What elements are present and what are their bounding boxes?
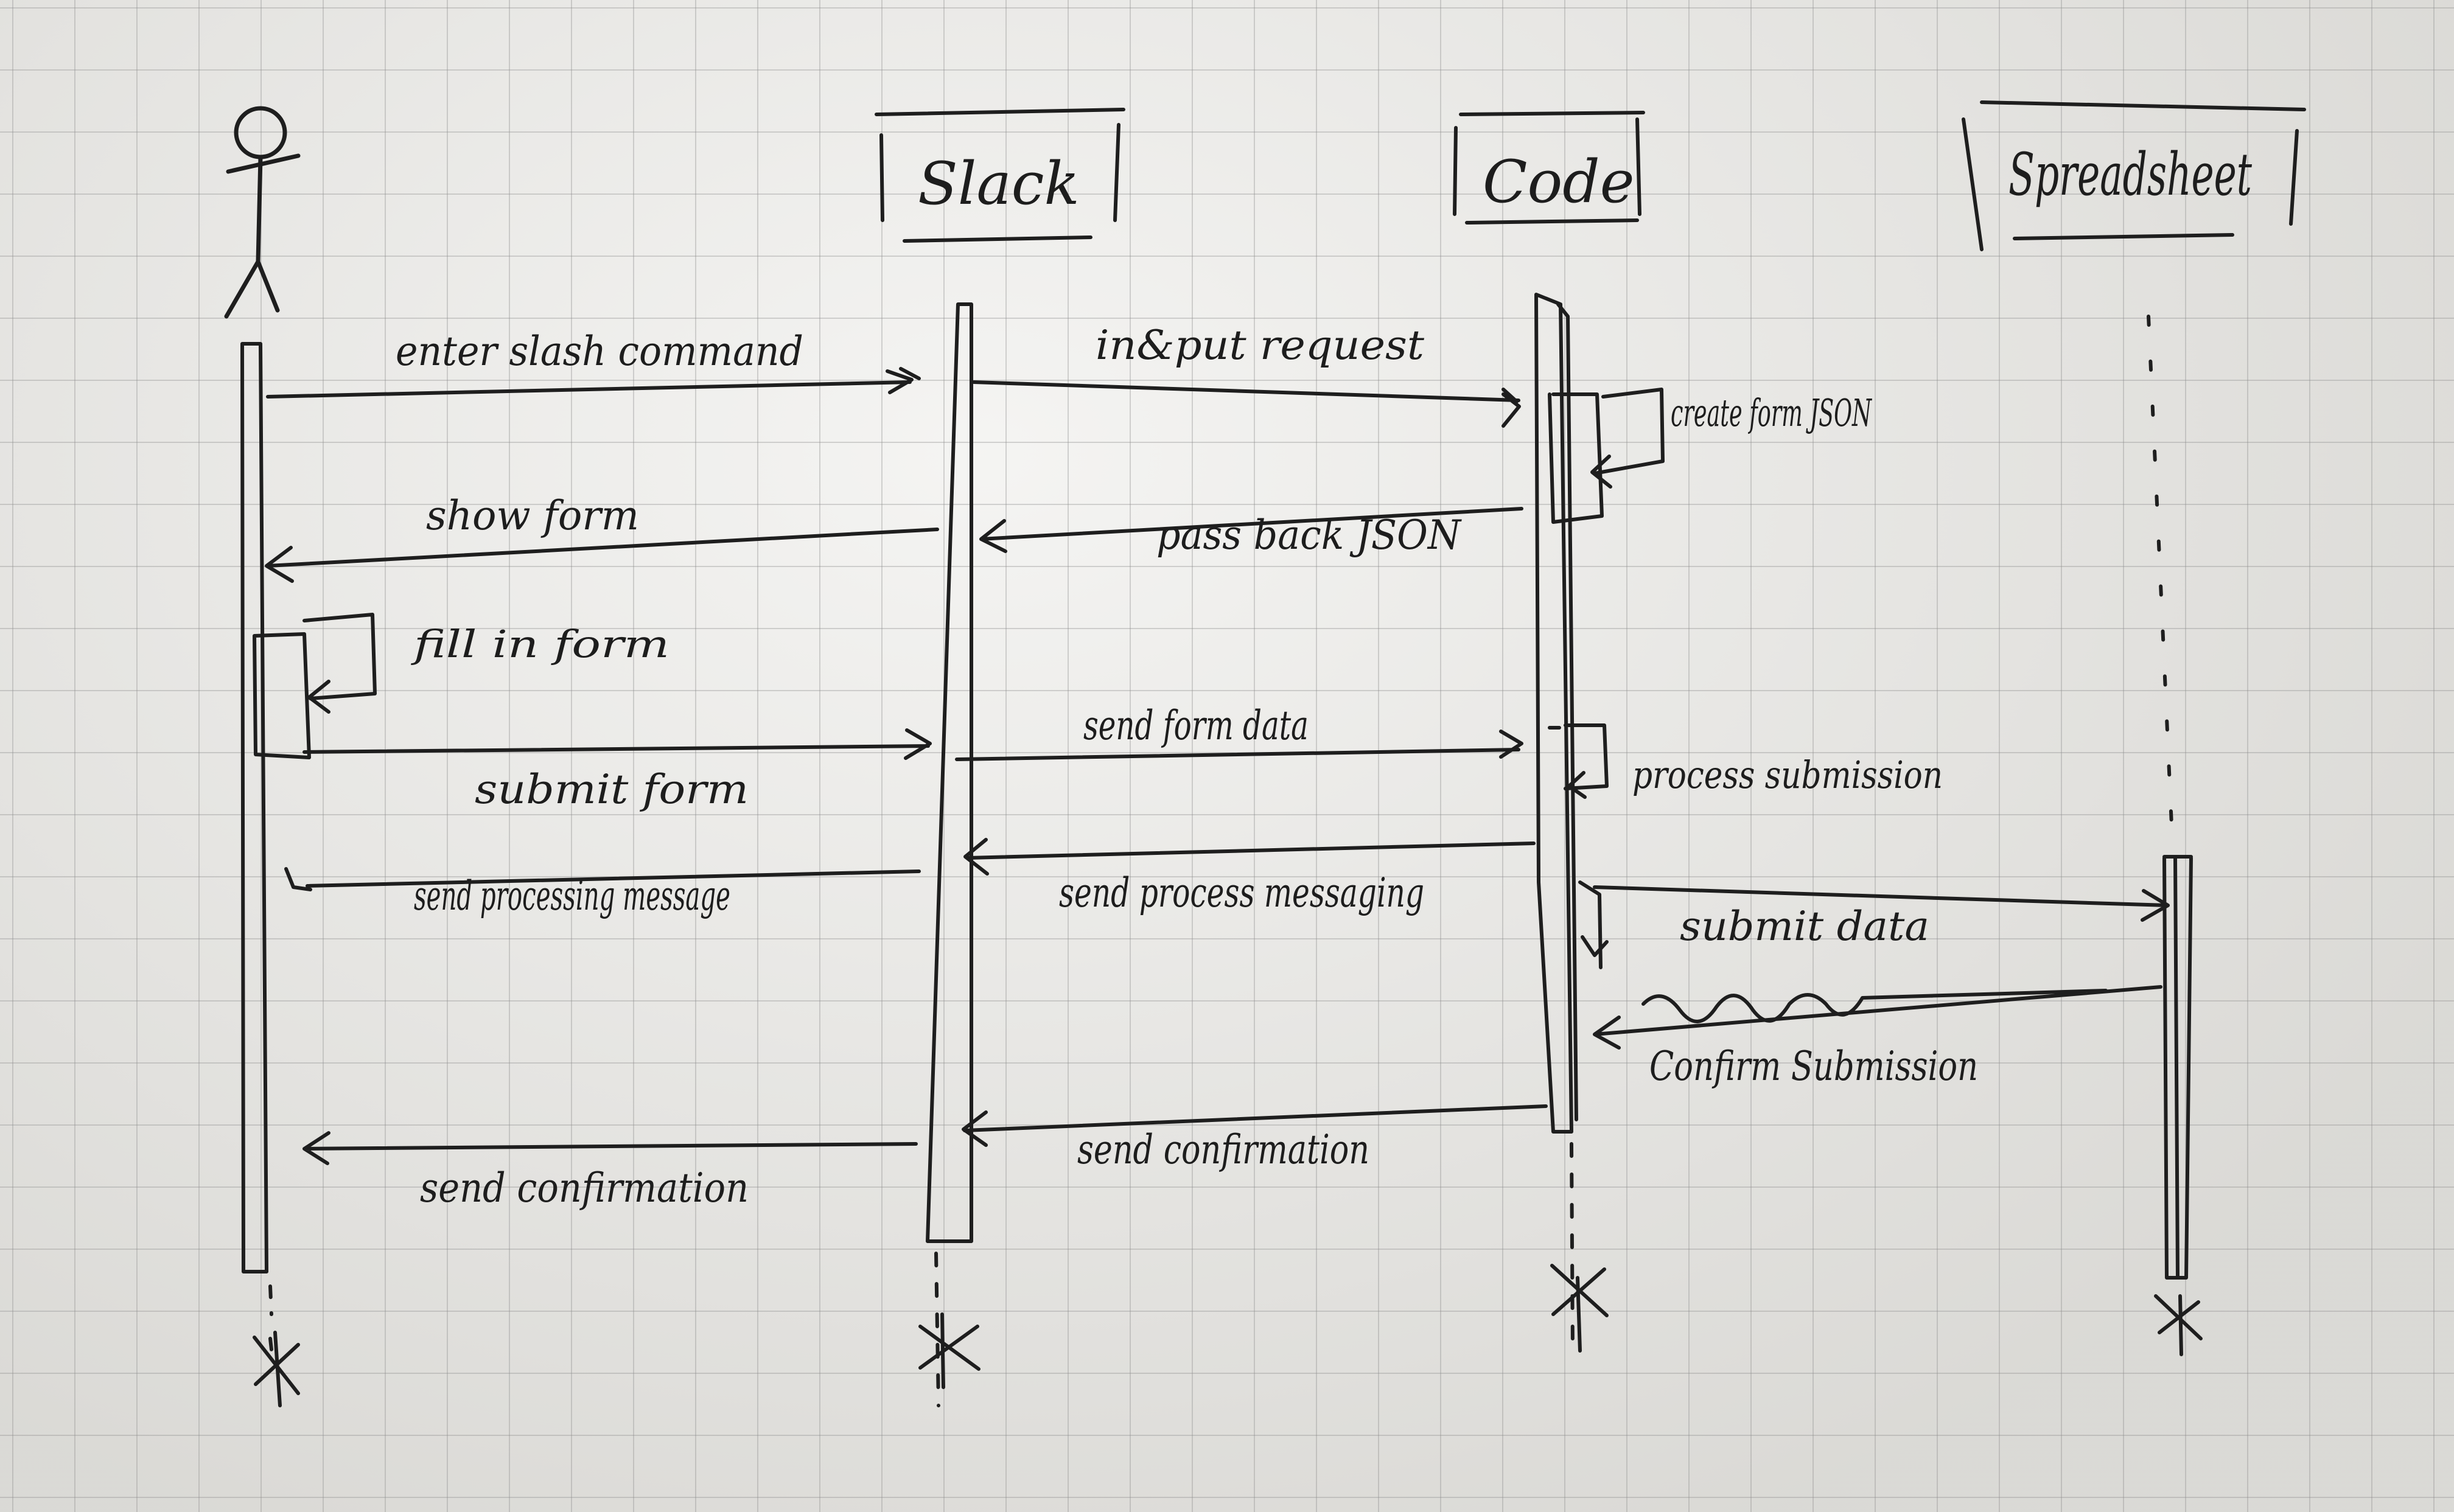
message-submit-form: submit form <box>302 728 932 813</box>
message-show-form: show form <box>265 492 939 583</box>
message-input-request: in&put request <box>972 322 1521 428</box>
message-enter-slash-command: enter slash command <box>266 328 921 399</box>
lifeline-user <box>240 342 300 1407</box>
participant-label-code: Code <box>1483 148 1635 216</box>
message-label: send form data <box>1083 702 1309 749</box>
actor-stick-figure <box>224 106 301 319</box>
participant-label-spreadsheet: Spreadsheet <box>2008 141 2252 209</box>
self-call-fill-in-form: fill in form <box>253 613 669 759</box>
lifeline-spreadsheet <box>2147 315 2203 1356</box>
message-label: send confirmation <box>1077 1126 1369 1173</box>
message-label: send process messaging <box>1059 869 1424 916</box>
self-call-process-submission: process submission <box>1548 723 1943 799</box>
message-label: in&put request <box>1096 322 1425 369</box>
message-send-confirmation-to-user: send confirmation <box>302 1131 918 1211</box>
note-label: fill in form <box>411 622 669 666</box>
message-send-form-data: send form data <box>955 702 1523 761</box>
participant-slack: Slack <box>875 108 1125 243</box>
note-label: process submission <box>1632 753 1943 797</box>
message-label: submit form <box>475 766 749 813</box>
participant-label-slack: Slack <box>918 150 1080 218</box>
message-confirm-submission: Confirm Submission <box>1593 985 2162 1090</box>
message-label: send confirmation <box>420 1165 749 1211</box>
note-label: create form JSON <box>1671 391 1873 435</box>
self-call-create-form-json: create form JSON <box>1548 388 1873 524</box>
message-submit-data: submit data <box>1578 880 2170 969</box>
message-pass-back-json: pass back JSON <box>979 507 1523 559</box>
message-label: submit data <box>1680 903 1929 950</box>
message-label: send processing message <box>414 873 730 919</box>
message-label: enter slash command <box>396 328 803 375</box>
participant-spreadsheet: Spreadsheet <box>1962 100 2306 251</box>
lifeline-slack <box>918 302 981 1407</box>
message-send-process-messaging: send process messaging <box>963 838 1536 916</box>
message-send-confirmation-to-slack: send confirmation <box>962 1104 1548 1173</box>
message-label: show form <box>426 492 639 539</box>
message-label: Confirm Submission <box>1649 1043 1978 1090</box>
lifeline-code <box>1534 293 1609 1353</box>
message-label: pass back JSON <box>1156 512 1462 559</box>
participant-code: Code <box>1453 111 1645 225</box>
message-send-processing-message: send processing message <box>284 867 921 919</box>
